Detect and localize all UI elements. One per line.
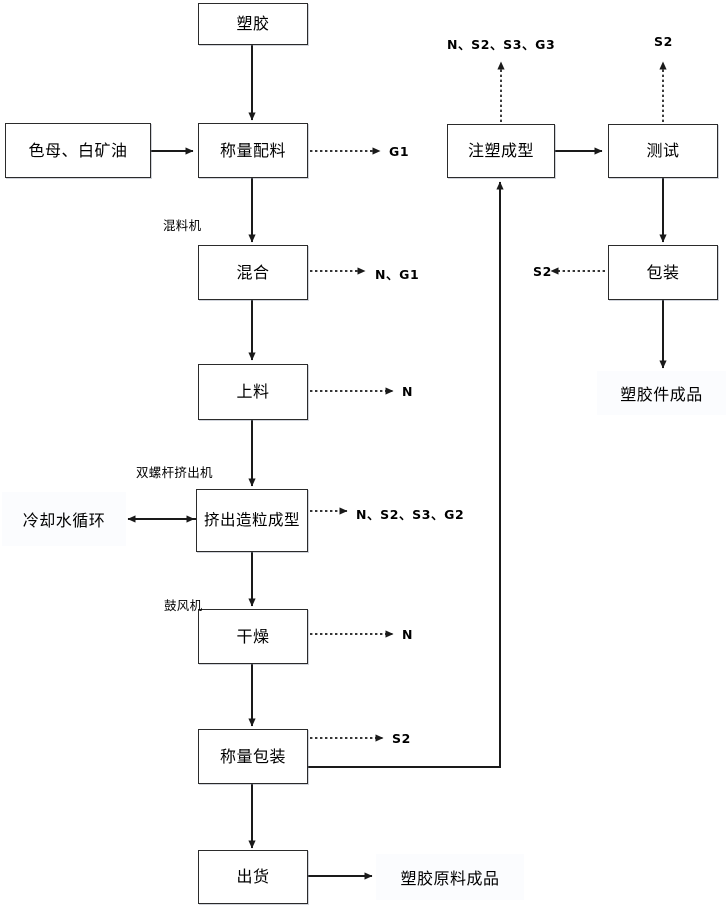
code-label-weigh-batching-out: G1 [389,144,410,159]
node-mixing[interactable]: 混合 [198,245,308,300]
code-label-feeding-out: N [402,384,414,399]
equip-label-blower: 鼓风机 [164,598,203,613]
code-label-packaging-out: S2 [533,264,552,279]
code-label-extrusion-out: N、S2、S3、G2 [356,507,465,522]
node-testing[interactable]: 测试 [608,124,718,178]
node-extrusion-pelletizing-label: 挤出造粒成型 [203,511,300,530]
code-label-weigh-packing-out: S2 [392,731,411,746]
node-plastic-raw[interactable]: 塑胶 [198,3,308,45]
node-packaging[interactable]: 包装 [608,245,718,300]
node-cooling-water: 冷却水循环 [2,492,126,546]
equip-label-twin-screw-extruder: 双螺杆挤出机 [136,465,213,480]
node-injection-molding[interactable]: 注塑成型 [447,124,555,178]
node-shipping[interactable]: 出货 [198,850,308,904]
node-finished-material: 塑胶原料成品 [376,854,524,900]
equip-label-mixer: 混料机 [163,218,202,233]
node-finished-parts-label: 塑胶件成品 [620,385,703,404]
node-packaging-label: 包装 [646,262,680,282]
node-finished-parts: 塑胶件成品 [597,371,726,415]
node-cooling-water-label: 冷却水循环 [22,511,106,530]
node-feeding-label: 上料 [236,382,270,402]
node-finished-material-label: 塑胶原料成品 [400,869,500,888]
node-testing-label: 测试 [646,141,680,161]
edge-weighpack-to-injection [308,181,504,768]
node-weigh-packing[interactable]: 称量包装 [198,729,308,784]
code-label-drying-out: N [402,627,414,642]
node-drying-label: 干燥 [236,626,270,646]
code-label-testing-out: S2 [654,34,673,49]
node-plastic-raw-label: 塑胶 [236,14,270,34]
node-injection-molding-label: 注塑成型 [467,141,534,161]
node-weigh-packing-label: 称量包装 [219,746,286,766]
node-shipping-label: 出货 [236,867,270,887]
node-weigh-batching[interactable]: 称量配料 [198,123,308,178]
node-extrusion-pelletizing[interactable]: 挤出造粒成型 [196,489,308,552]
code-label-injection-molding-out: N、S2、S3、G3 [447,37,556,52]
node-feeding[interactable]: 上料 [198,364,308,420]
code-label-mixing-out: N、G1 [375,267,420,282]
node-masterbatch-oil-label: 色母、白矿油 [28,140,128,160]
node-weigh-batching-label: 称量配料 [219,140,286,160]
node-drying[interactable]: 干燥 [198,609,308,664]
node-mixing-label: 混合 [236,262,270,282]
node-masterbatch-oil[interactable]: 色母、白矿油 [5,123,151,178]
